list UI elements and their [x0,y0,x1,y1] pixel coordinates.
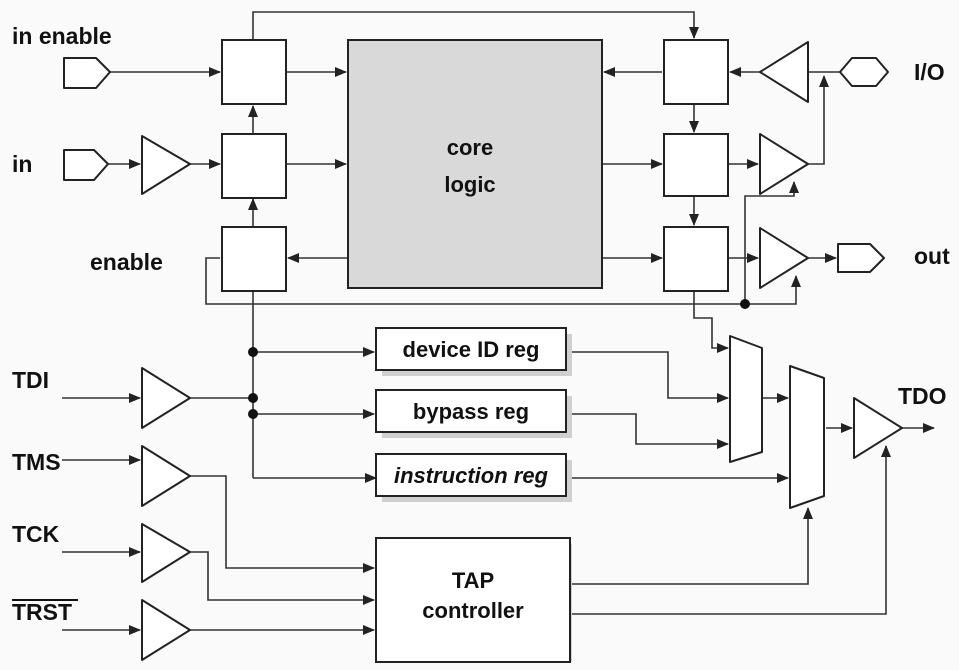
instruction-register [375,453,567,497]
pad-io [839,57,889,87]
boundary-scan-cells [221,39,729,292]
scan-cell-out [663,226,729,292]
label-tdo: TDO [898,383,947,409]
core-label-line2: logic [444,172,495,197]
registers: device ID reg bypass reg instruction reg [375,327,572,502]
label-tms: TMS [12,449,61,475]
bypass-register [375,389,567,433]
buffer-io-in [759,41,809,103]
label-tdi: TDI [12,367,49,393]
tap-controller-block: TAP controller [375,537,572,663]
instruction-register-label: instruction reg [394,463,549,488]
wires [62,11,935,635]
label-io: I/O [914,59,945,85]
pad-out [837,243,885,273]
mux-output [789,365,825,509]
mux-data-register [729,335,763,463]
pad-in [63,149,109,181]
label-enable: enable [90,249,163,275]
label-tck: TCK [12,521,60,547]
scan-cell-in [221,133,287,199]
label-in-enable: in enable [12,23,112,49]
device-id-register-label: device ID reg [403,337,540,362]
buffer-tck [141,523,191,583]
buffers [141,41,903,661]
pads [63,57,889,273]
junction-dot [248,347,258,357]
buffer-tms [141,445,191,507]
tap-label-line2: controller [422,598,524,623]
scan-cell-io-in [663,39,729,105]
bypass-register-label: bypass reg [413,399,529,424]
multiplexers [729,335,825,509]
core-logic-block: core logic [347,39,603,289]
core-label-line1: core [447,135,493,160]
buffer-tdo [853,397,903,459]
scan-cell-enable [221,226,287,292]
signal-labels: in enable in enable I/O out TDI TMS TCK … [12,23,950,625]
tap-label-line1: TAP [452,568,494,593]
junction-dot [248,409,258,419]
buffer-in [141,135,191,195]
buffer-io-out [759,133,809,195]
device-id-register [375,327,567,371]
buffer-trst [141,599,191,661]
junction-dot [740,299,750,309]
label-in: in [12,151,32,177]
pad-in-enable [63,57,111,89]
junction-dots [248,299,750,419]
junction-dot [248,393,258,403]
scan-cell-io-out [663,133,729,197]
buffer-tdi [141,367,191,429]
label-trst: TRST [12,599,72,625]
buffer-out [759,227,809,289]
scan-cell-in-enable [221,39,287,105]
label-out: out [914,243,950,269]
